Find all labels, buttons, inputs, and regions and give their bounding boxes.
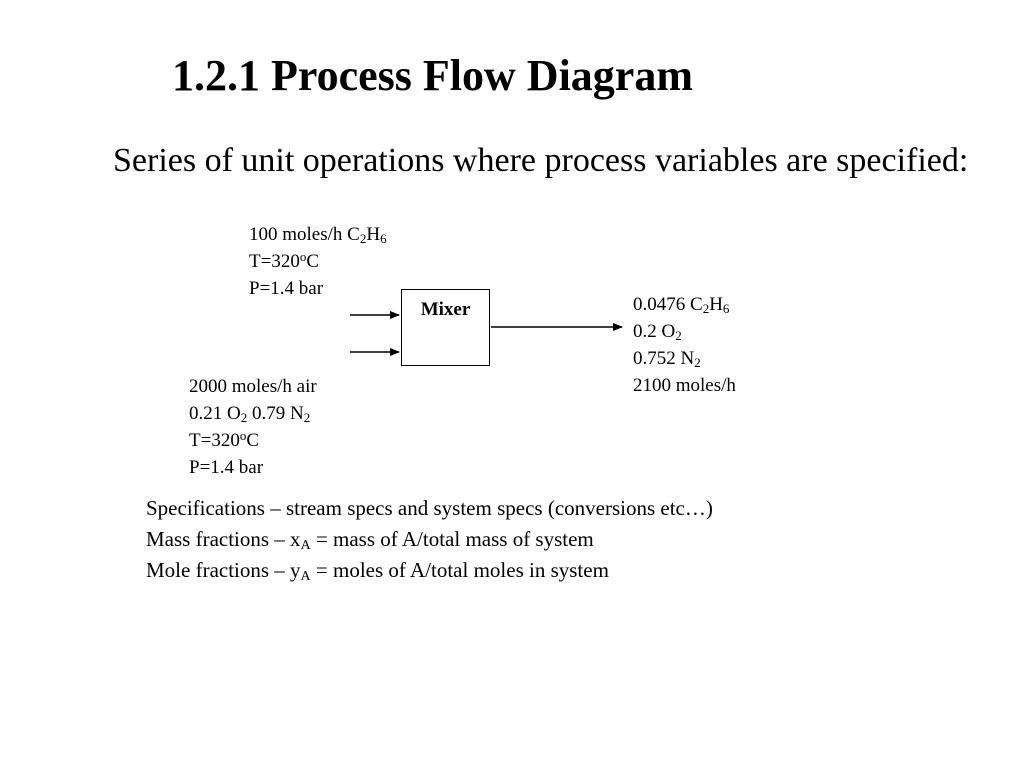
specs-line-mass-fraction: Mass fractions – xA = mass of A/total ma… (146, 527, 594, 553)
specifications-text: Specifications – stream specs and system… (146, 493, 713, 586)
mixer-unit: Mixer (401, 289, 490, 366)
feed-stream-2-label: 2000 moles/h air 0.21 O2 0.79 N2 T=320oC… (189, 373, 317, 481)
product-total-flow: 2100 moles/h (633, 375, 736, 396)
feed-stream-1-label: 100 moles/h C2H6 T=320oC P=1.4 bar (249, 221, 387, 302)
mixer-label: Mixer (420, 299, 471, 320)
product-stream-label: 0.0476 C2H6 0.2 O2 0.752 N2 2100 moles/h (633, 291, 736, 399)
specs-line-1: Specifications – stream specs and system… (146, 496, 713, 520)
feed2-temperature: T=320oC (189, 428, 260, 451)
feed2-composition: 0.21 O2 0.79 N2 (189, 403, 311, 425)
feed1-flow: 100 moles/h C2H6 (249, 224, 387, 246)
feed1-temperature: T=320oC (249, 249, 320, 272)
intro-text: Series of unit operations where process … (113, 142, 969, 179)
feed1-pressure: P=1.4 bar (249, 278, 324, 299)
feed2-pressure: P=1.4 bar (189, 457, 264, 478)
product-c2h6: 0.0476 C2H6 (633, 294, 730, 316)
product-n2: 0.752 N2 (633, 348, 701, 370)
product-o2: 0.2 O2 (633, 321, 682, 343)
specs-line-mole-fraction: Mole fractions – yA = moles of A/total m… (146, 558, 609, 584)
feed2-flow: 2000 moles/h air (189, 376, 317, 397)
page-title: 1.2.1 Process Flow Diagram (172, 51, 693, 100)
